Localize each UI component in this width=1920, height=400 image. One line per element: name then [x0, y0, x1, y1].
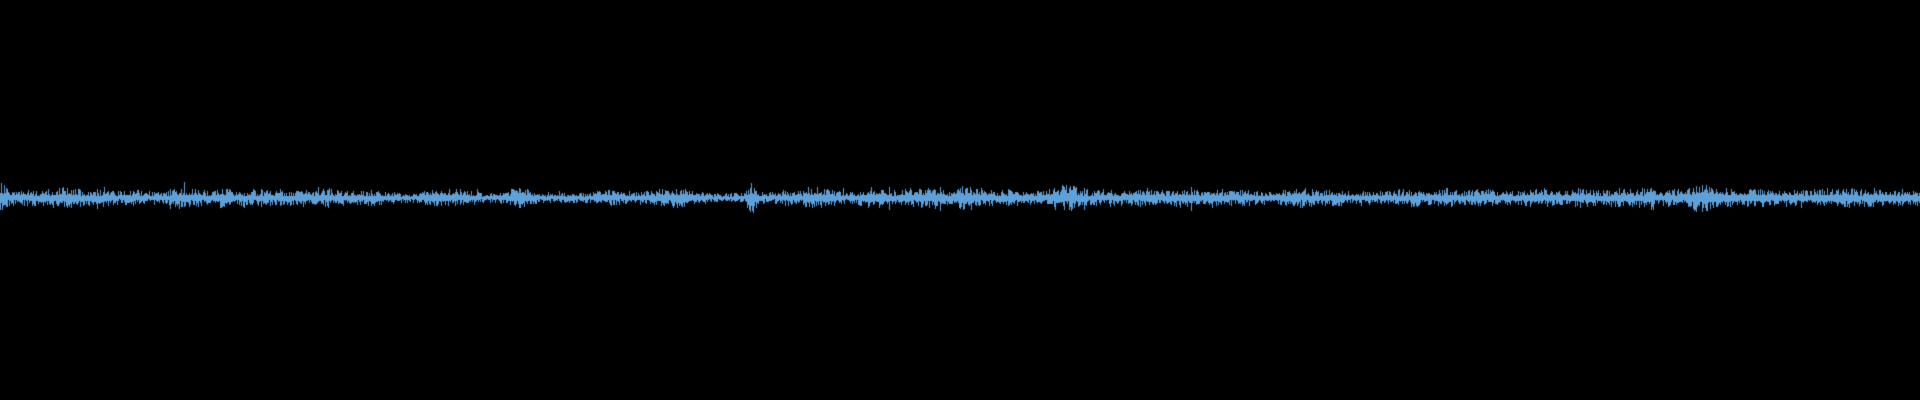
- audio-waveform-display: [0, 0, 1920, 400]
- waveform-canvas[interactable]: [0, 0, 1920, 400]
